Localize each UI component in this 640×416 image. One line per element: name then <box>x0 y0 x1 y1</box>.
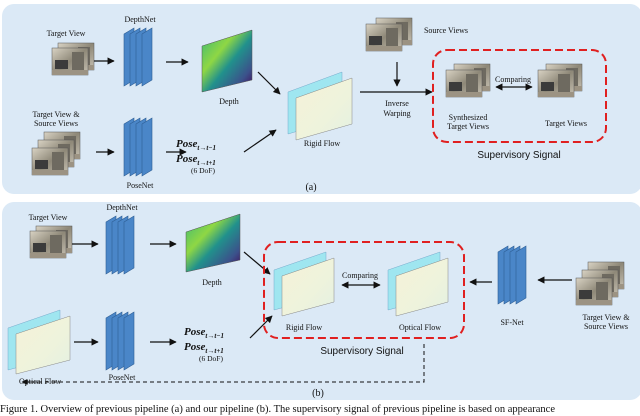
arrow <box>243 129 277 153</box>
target-views-label: Target Views <box>545 119 587 128</box>
optical-flow-image <box>387 251 449 317</box>
posenet-label: PoseNet <box>109 373 136 382</box>
synthesized-label: Synthesized <box>449 113 488 122</box>
panel-a-tag: (a) <box>305 182 316 193</box>
depth-label: Depth <box>219 97 239 106</box>
target-view-image <box>29 225 73 259</box>
supervisory-box <box>263 241 465 339</box>
depthnet-block <box>123 27 153 87</box>
figure-caption: Figure 1. Overview of previous pipeline … <box>0 404 555 415</box>
rigid-flow-image <box>273 251 335 317</box>
depthnet-block <box>105 215 135 275</box>
inverse-warping-label: Inverse <box>385 99 409 108</box>
arrow <box>243 251 271 275</box>
dof-label: (6 DoF) <box>191 166 215 175</box>
synthesized-label-line2: Target Views <box>447 122 489 131</box>
target-view-label: Target View <box>29 213 68 222</box>
depthnet-label: DepthNet <box>106 203 138 212</box>
depth-label: Depth <box>202 278 222 287</box>
inverse-warping-label-line2: Warping <box>383 109 410 118</box>
target-source-label: Target View & <box>582 313 630 322</box>
depth-map <box>185 213 241 273</box>
arrow <box>257 71 281 95</box>
target-view-label: Target View <box>47 29 86 38</box>
target-source-label-line2: Source Views <box>584 322 628 331</box>
posenet-block <box>123 117 153 177</box>
feedback-dashed-path <box>23 344 425 383</box>
depth-map <box>201 29 253 93</box>
depthnet-label: DepthNet <box>124 15 156 24</box>
sfnet-label: SF-Net <box>500 318 524 327</box>
pose-prev: Poset→t−1 <box>184 326 224 340</box>
target-source-label-line2: Source Views <box>34 119 78 128</box>
arrow <box>249 315 273 339</box>
rigid-flow-image <box>287 71 353 141</box>
supervisory-signal-label: Supervisory Signal <box>477 150 560 161</box>
posenet-block <box>105 311 135 371</box>
rigid-flow-label: Rigid Flow <box>304 139 340 148</box>
optical-flow-input-image <box>7 309 71 375</box>
comparing-label: Comparing <box>342 271 378 280</box>
sfnet-block <box>497 245 527 305</box>
target-view-image <box>51 42 95 76</box>
rigid-flow-label: Rigid Flow <box>286 323 322 332</box>
optical-flow-label: Optical Flow <box>399 323 441 332</box>
source-views-label: Source Views <box>424 26 468 35</box>
dof-label: (6 DoF) <box>199 354 223 363</box>
pose-prev: Poset→t−1 <box>176 138 216 152</box>
posenet-label: PoseNet <box>127 181 154 190</box>
target-source-label: Target View & <box>32 110 80 119</box>
supervisory-signal-label: Supervisory Signal <box>320 346 403 357</box>
pose-next: Poset→t+1 <box>184 341 224 355</box>
comparing-label: Comparing <box>495 75 531 84</box>
supervisory-box <box>432 49 607 143</box>
pose-next: Poset→t+1 <box>176 153 216 167</box>
panel-b-tag: (b) <box>312 388 324 399</box>
